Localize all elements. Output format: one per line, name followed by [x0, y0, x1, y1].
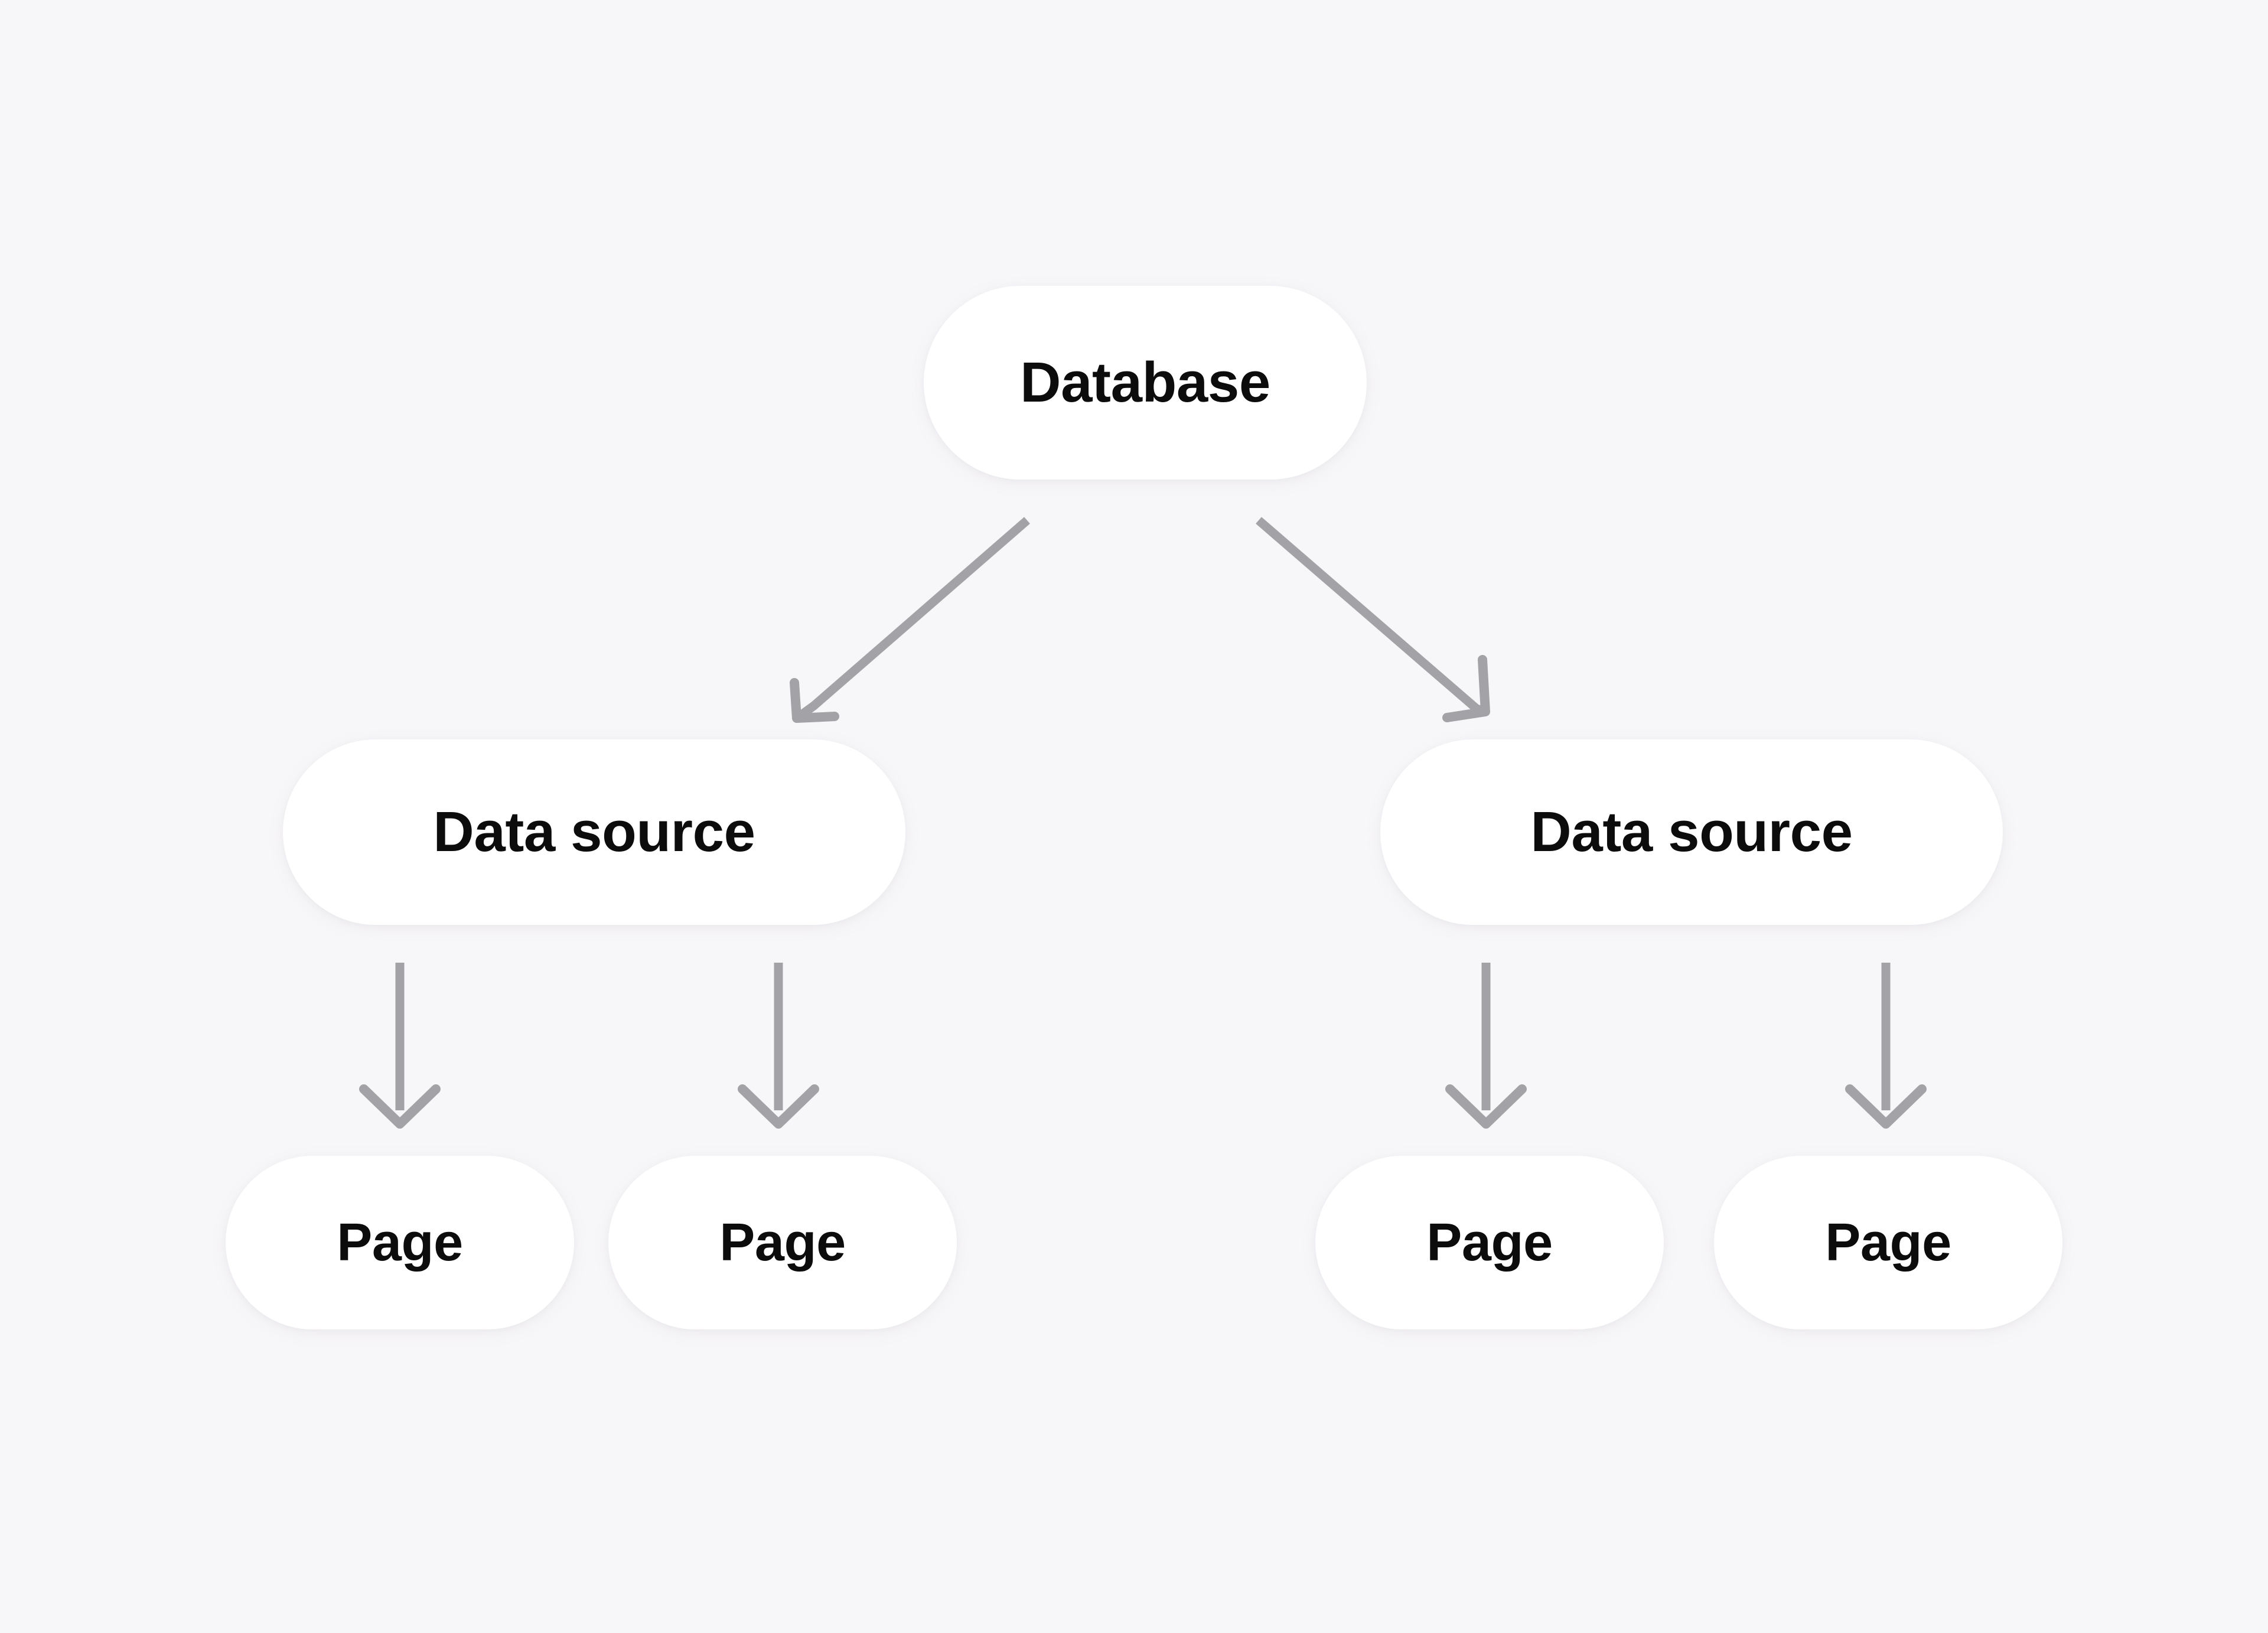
- node-data-source-right[interactable]: Data source: [1381, 740, 2002, 924]
- node-page-3[interactable]: Page: [1316, 1156, 1663, 1329]
- node-data-source-left-label: Data source: [433, 800, 755, 863]
- node-page-4-label: Page: [1825, 1213, 1951, 1272]
- node-page-1[interactable]: Page: [226, 1156, 573, 1329]
- node-page-1-label: Page: [337, 1213, 463, 1272]
- node-data-source-left[interactable]: Data source: [284, 740, 905, 924]
- node-page-2-label: Page: [719, 1213, 846, 1272]
- node-database[interactable]: Database: [924, 286, 1366, 479]
- node-page-4[interactable]: Page: [1715, 1156, 2062, 1329]
- node-database-label: Database: [1020, 351, 1270, 414]
- node-data-source-right-label: Data source: [1530, 800, 1853, 863]
- node-page-3-label: Page: [1426, 1213, 1553, 1272]
- node-page-2[interactable]: Page: [609, 1156, 956, 1329]
